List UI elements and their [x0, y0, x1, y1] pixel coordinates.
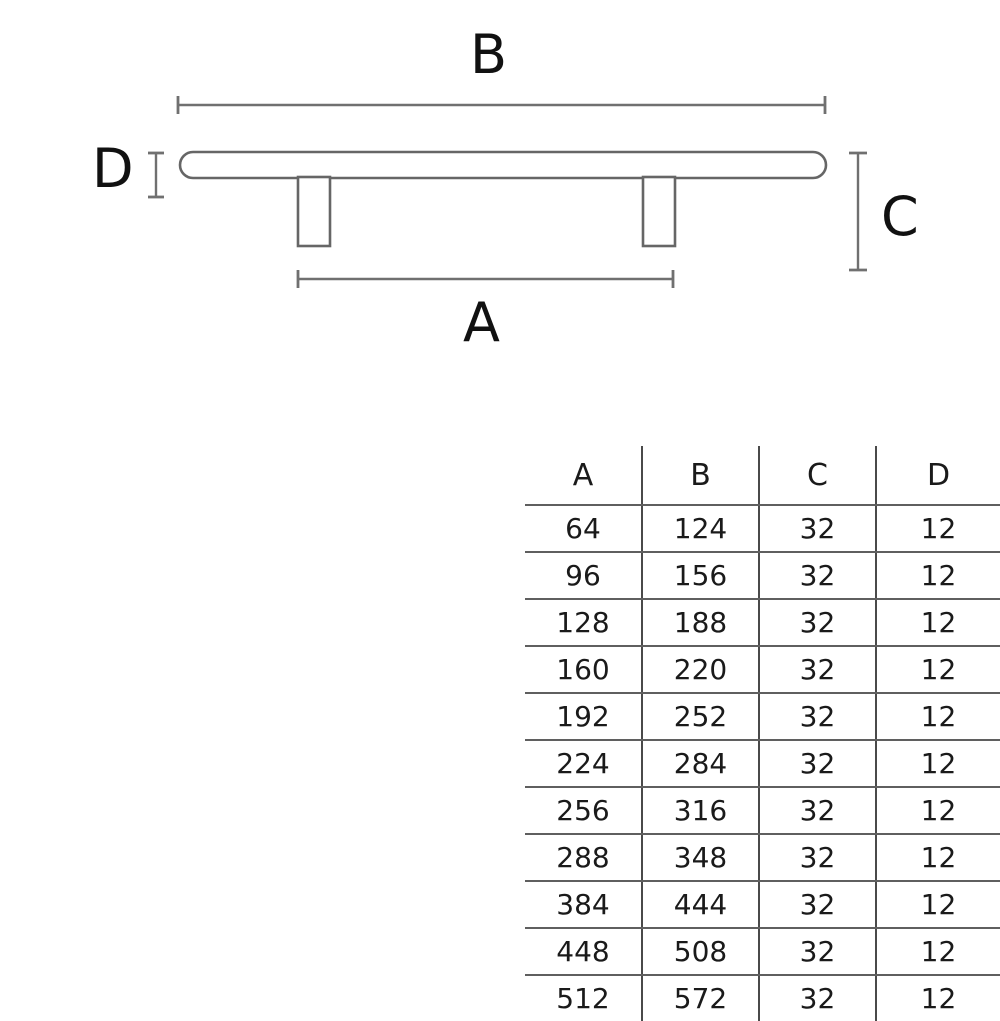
dimension-label-b: B — [470, 23, 508, 86]
table-cell: 156 — [641, 552, 759, 600]
table-cell: 508 — [641, 928, 759, 976]
table-cell: 32 — [758, 599, 876, 647]
table-cell: 32 — [758, 505, 876, 553]
table-cell: 32 — [758, 881, 876, 929]
table-cell: 316 — [641, 787, 759, 835]
table-cell: 12 — [875, 740, 1000, 788]
table-cell: 12 — [875, 881, 1000, 929]
table-cell: 32 — [758, 646, 876, 694]
table-cell: 288 — [525, 834, 642, 882]
dimension-label-a: A — [463, 291, 500, 354]
column-header-a: A — [525, 446, 642, 506]
table-cell: 192 — [525, 693, 642, 741]
column-header-c: C — [758, 446, 876, 506]
table-cell: 220 — [641, 646, 759, 694]
table-cell: 448 — [525, 928, 642, 976]
table-cell: 32 — [758, 928, 876, 976]
drawing-canvas — [148, 96, 867, 288]
table-cell: 32 — [758, 787, 876, 835]
table-cell: 124 — [641, 505, 759, 553]
handle-leg-left — [296, 175, 332, 248]
table-cell: 12 — [875, 505, 1000, 553]
table-cell: 160 — [525, 646, 642, 694]
dimension-line-b — [176, 96, 827, 114]
table-cell: 64 — [525, 505, 642, 553]
table-cell: 384 — [525, 881, 642, 929]
dimension-label-c: C — [881, 185, 919, 248]
table-cell: 444 — [641, 881, 759, 929]
table-cell: 12 — [875, 693, 1000, 741]
table-cell: 12 — [875, 787, 1000, 835]
table-cell: 32 — [758, 834, 876, 882]
dimension-line-c — [849, 151, 867, 272]
handle-leg-right — [641, 175, 677, 248]
column-header-b: B — [641, 446, 759, 506]
table-cell: 572 — [641, 975, 759, 1021]
table-cell: 12 — [875, 975, 1000, 1021]
dimension-label-d: D — [92, 137, 134, 200]
dimension-line-d — [148, 151, 164, 199]
table-cell: 12 — [875, 552, 1000, 600]
table-cell: 188 — [641, 599, 759, 647]
table-cell: 128 — [525, 599, 642, 647]
table-cell: 512 — [556, 982, 610, 1015]
table-cell: 348 — [641, 834, 759, 882]
table-cell: 96 — [525, 552, 642, 600]
table-cell: 12 — [875, 834, 1000, 882]
table-cell: 12 — [875, 646, 1000, 694]
table-cell: 12 — [875, 599, 1000, 647]
table-cell: 12 — [875, 928, 1000, 976]
table-cell: 224 — [525, 740, 642, 788]
dimension-drawing: B A C D — [0, 0, 1000, 440]
table-header-row: A B C D — [525, 446, 1000, 506]
table-cell: 32 — [758, 552, 876, 600]
handle-bar-body — [178, 150, 828, 180]
dimension-line-a — [296, 270, 675, 288]
table-cell: 32 — [758, 975, 876, 1021]
table-cell: 284 — [641, 740, 759, 788]
table-cell: 32 — [758, 693, 876, 741]
column-header-d: D — [875, 446, 1000, 506]
table-cell: 252 — [641, 693, 759, 741]
table-cell: 32 — [758, 740, 876, 788]
table-cell: 256 — [525, 787, 642, 835]
table-header: A B C D — [525, 446, 1000, 506]
